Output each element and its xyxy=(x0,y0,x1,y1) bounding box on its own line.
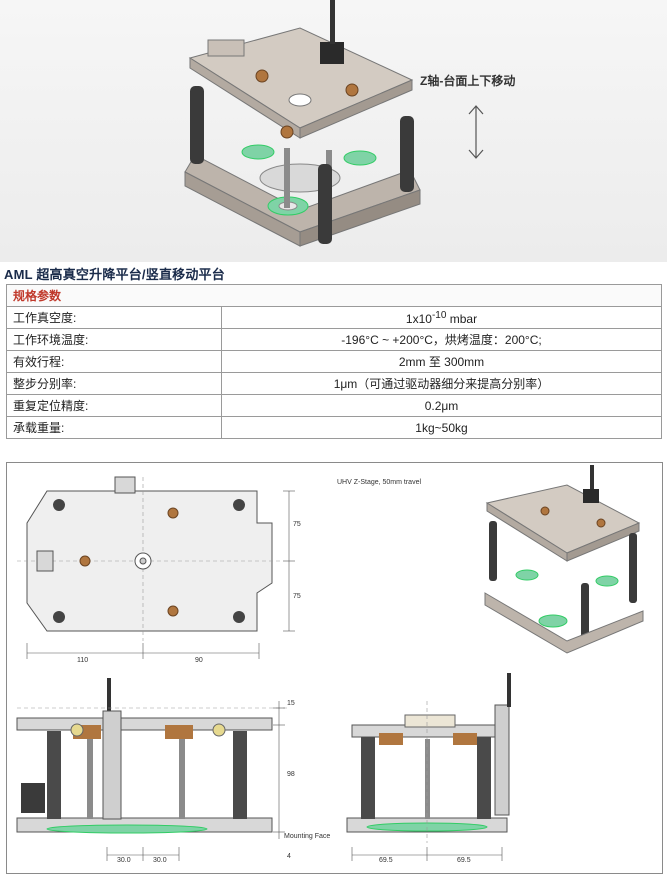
spec-value: -196°C ~ +200°C，烘烤温度：200°C; xyxy=(221,328,662,351)
spec-value: 1μm（可通过驱动器细分来提高分别率） xyxy=(221,372,662,395)
spec-key: 工作真空度: xyxy=(6,306,222,329)
dim-30-right: 30.0 xyxy=(153,857,167,864)
hero-caption: Z轴-台面上下移动 xyxy=(420,74,516,88)
spec-value: 1x10-10 mbar xyxy=(221,306,662,329)
dim-4: 4 xyxy=(287,853,291,860)
dim-90: 90 xyxy=(195,657,203,664)
product-title: AML 超高真空升降平台/竖直移动平台 xyxy=(4,267,225,282)
dim-30-left: 30.0 xyxy=(117,857,131,864)
table-row: 重复定位精度: 0.2μm xyxy=(6,394,662,417)
spec-key: 工作环境温度: xyxy=(6,328,222,351)
spec-header: 规格参数 xyxy=(6,284,662,307)
spec-value-unit: mbar xyxy=(446,311,478,326)
spec-value: 0.2μm xyxy=(221,394,662,417)
stage-note: UHV Z-Stage, 50mm travel xyxy=(337,479,422,486)
table-row: 工作真空度: 1x10-10 mbar xyxy=(6,306,662,329)
dim-98: 98 xyxy=(287,771,295,778)
dim-69-right: 69.5 xyxy=(457,857,471,864)
spec-key: 重复定位精度: xyxy=(6,394,222,417)
dim-110: 110 xyxy=(77,657,89,664)
dim-15: 15 xyxy=(287,700,295,707)
table-row: 承载重量: 1kg~50kg xyxy=(6,416,662,439)
spec-value: 2mm 至 300mm xyxy=(221,350,662,373)
spec-table: 规格参数 工作真空度: 1x10-10 mbar 工作环境温度: -196°C … xyxy=(6,284,662,439)
mounting-face-label: Mounting Face xyxy=(284,833,331,840)
spec-key: 承载重量: xyxy=(6,416,222,439)
spec-header-row: 规格参数 xyxy=(6,284,662,307)
spec-key: 整步分别率: xyxy=(6,372,222,395)
table-row: 工作环境温度: -196°C ~ +200°C，烘烤温度：200°C; xyxy=(6,328,662,351)
table-row: 有效行程: 2mm 至 300mm xyxy=(6,350,662,373)
drawing-svg xyxy=(16,465,644,861)
up-down-arrow-icon xyxy=(468,105,484,159)
dim-69-left: 69.5 xyxy=(379,857,393,864)
spec-value: 1kg~50kg xyxy=(221,416,662,439)
spec-value-base: 1x10 xyxy=(405,311,432,326)
dim-75-bottom: 75 xyxy=(293,593,301,600)
spec-value-exponent: -10 xyxy=(431,309,447,321)
technical-drawing: UHV Z-Stage, 50mm travel 110 90 75 75 15… xyxy=(6,462,663,874)
hero-render: Z轴-台面上下移动 xyxy=(0,0,667,262)
table-row: 整步分别率: 1μm（可通过驱动器细分来提高分别率） xyxy=(6,372,662,395)
spec-key: 有效行程: xyxy=(6,350,222,373)
dim-75-top: 75 xyxy=(293,521,301,528)
stage-3d-illustration xyxy=(184,0,421,247)
